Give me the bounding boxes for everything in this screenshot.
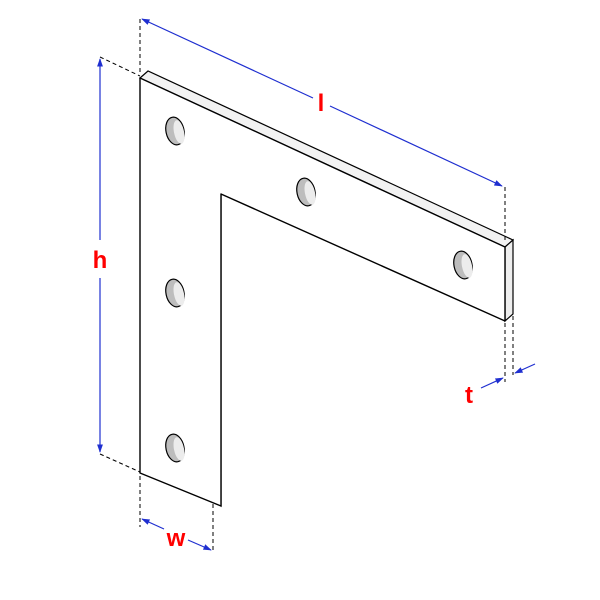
- thickness-label: t: [465, 382, 473, 409]
- thickness-dimension-line: [480, 377, 504, 389]
- length-label: l: [318, 90, 325, 117]
- length-dimension-line: [141, 18, 314, 99]
- width-dimension-line: [187, 539, 212, 551]
- hole: [165, 433, 185, 463]
- hole: [453, 250, 473, 280]
- hole: [296, 177, 316, 207]
- bracket-holes: [165, 116, 473, 463]
- thickness-dimension-line: [514, 363, 536, 374]
- hole: [165, 278, 185, 308]
- extension-lines: [99, 16, 514, 552]
- hole: [165, 116, 185, 146]
- l-bracket: [138, 70, 515, 508]
- bracket-face: [139, 77, 506, 507]
- height-label: h: [93, 247, 108, 274]
- dimension-lines: [97, 18, 536, 551]
- width-label: w: [166, 525, 186, 552]
- bracket-end-edge: [504, 238, 514, 323]
- width-dimension-line: [141, 518, 165, 530]
- length-dimension-line: [329, 105, 503, 187]
